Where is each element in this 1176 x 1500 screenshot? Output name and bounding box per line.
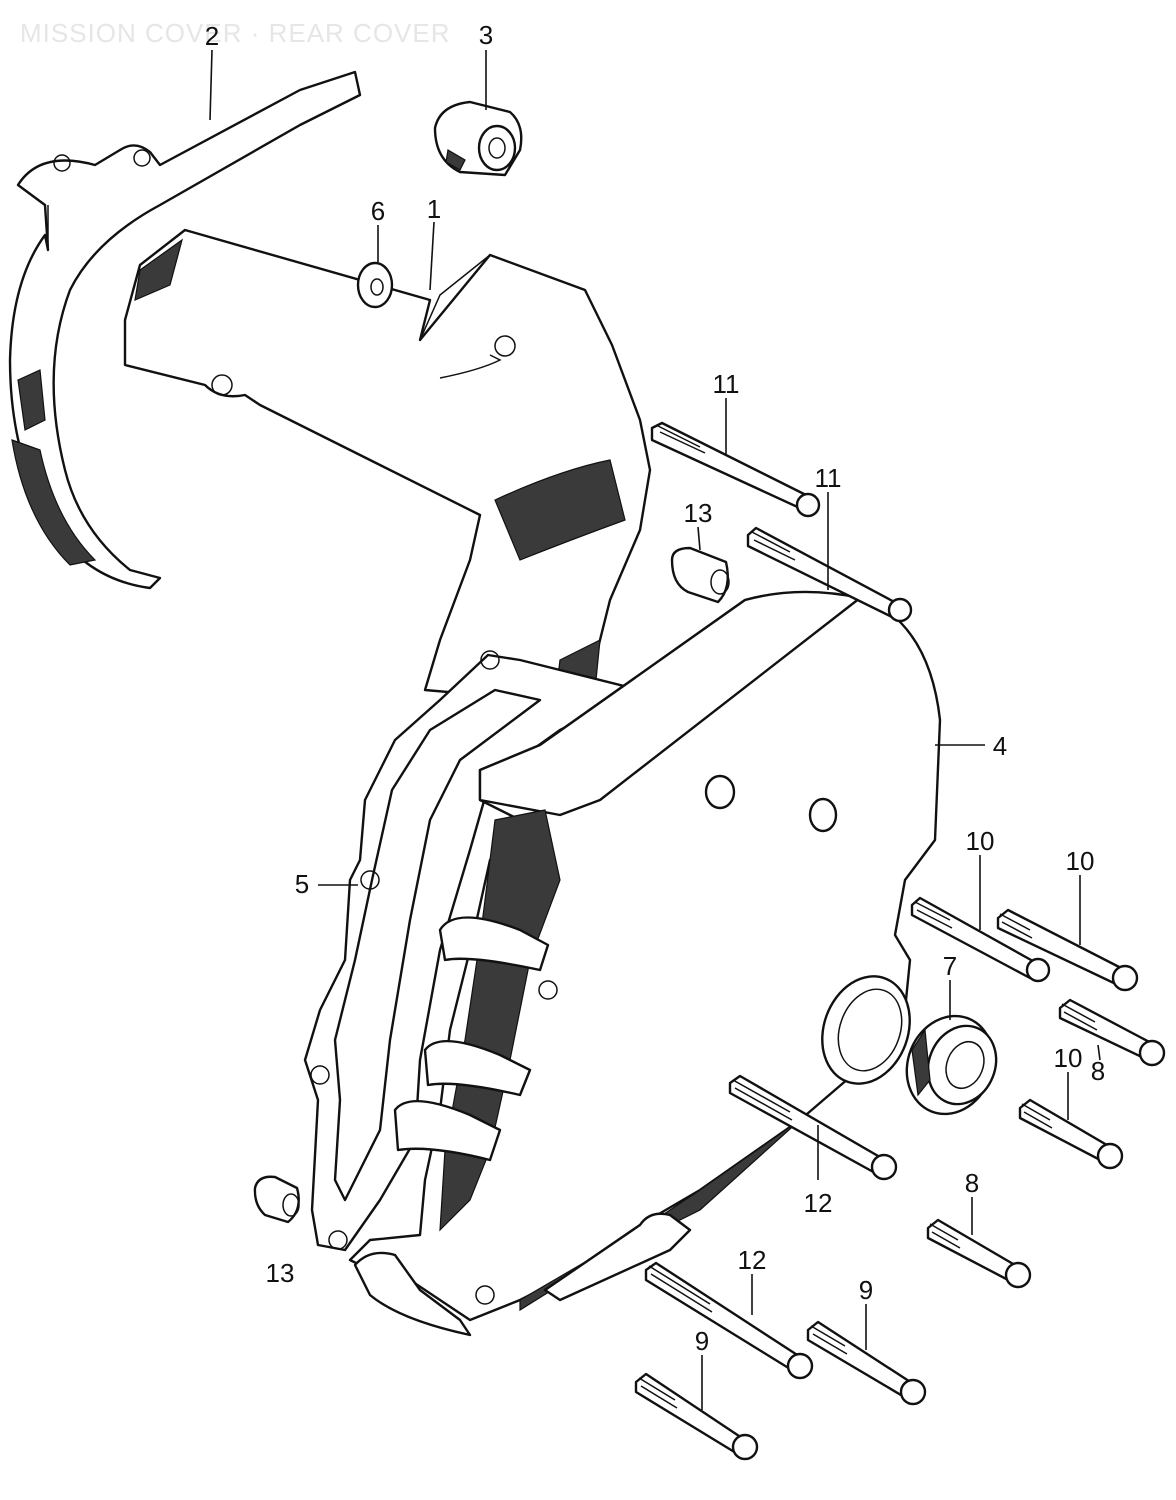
part-2-chain-guard-upper <box>8 70 362 590</box>
callout-5: 5 <box>295 869 309 899</box>
part-9-bolt-upper <box>806 1320 927 1406</box>
leader-lines <box>209 49 1101 1410</box>
callout-3: 3 <box>479 20 493 50</box>
callout-11b: 11 <box>815 463 842 493</box>
leader-13a <box>697 526 701 551</box>
callout-10b: 10 <box>1066 846 1095 876</box>
callout-9a: 9 <box>859 1275 873 1305</box>
callout-10a: 10 <box>966 826 995 856</box>
part-3-collar <box>433 100 523 177</box>
leader-8a <box>1097 1044 1101 1061</box>
part-13-dowel-pin-upper <box>670 546 730 604</box>
callout-9b: 9 <box>695 1326 709 1356</box>
callout-11a: 11 <box>713 369 740 399</box>
part-7-oil-seal <box>905 1014 998 1116</box>
part-12-bolt-lower <box>644 1261 814 1380</box>
part-13-dowel-pin-lower <box>253 1175 300 1224</box>
part-6-washer <box>356 261 394 309</box>
diagram-title: MISSION COVER · REAR COVER <box>20 18 451 48</box>
callout-13a: 13 <box>684 498 713 528</box>
callout-8a: 8 <box>1091 1056 1105 1086</box>
part-11-bolt-lower <box>746 526 913 623</box>
part-4-rear-cover-lower <box>348 590 942 1337</box>
callout-labels: 2 3 6 1 11 11 13 4 5 10 10 7 8 10 12 8 1… <box>205 20 1105 1356</box>
callout-7: 7 <box>943 951 957 981</box>
part-12-bolt-upper <box>728 1074 898 1181</box>
callout-10c: 10 <box>1054 1043 1083 1073</box>
part-9-bolt-lower <box>634 1372 759 1461</box>
part-10-bolt-a <box>910 896 1051 983</box>
callout-6: 6 <box>371 196 385 226</box>
part-11-bolt-upper <box>650 421 821 518</box>
part-8-bolt-lower <box>926 1218 1032 1289</box>
leader-2 <box>209 49 213 121</box>
callout-8b: 8 <box>965 1168 979 1198</box>
callout-13b: 13 <box>266 1258 295 1288</box>
callout-12a: 12 <box>804 1188 833 1218</box>
callout-1: 1 <box>427 194 441 224</box>
callout-12b: 12 <box>738 1245 767 1275</box>
part-8-bolt-upper <box>1058 998 1166 1067</box>
callout-2: 2 <box>205 21 219 51</box>
part-1-rear-cover-upper <box>123 228 652 702</box>
part-10-bolt-c <box>1018 1098 1124 1170</box>
part-10-bolt-b <box>996 908 1139 992</box>
leader-1 <box>429 221 435 291</box>
callout-4: 4 <box>993 731 1007 761</box>
